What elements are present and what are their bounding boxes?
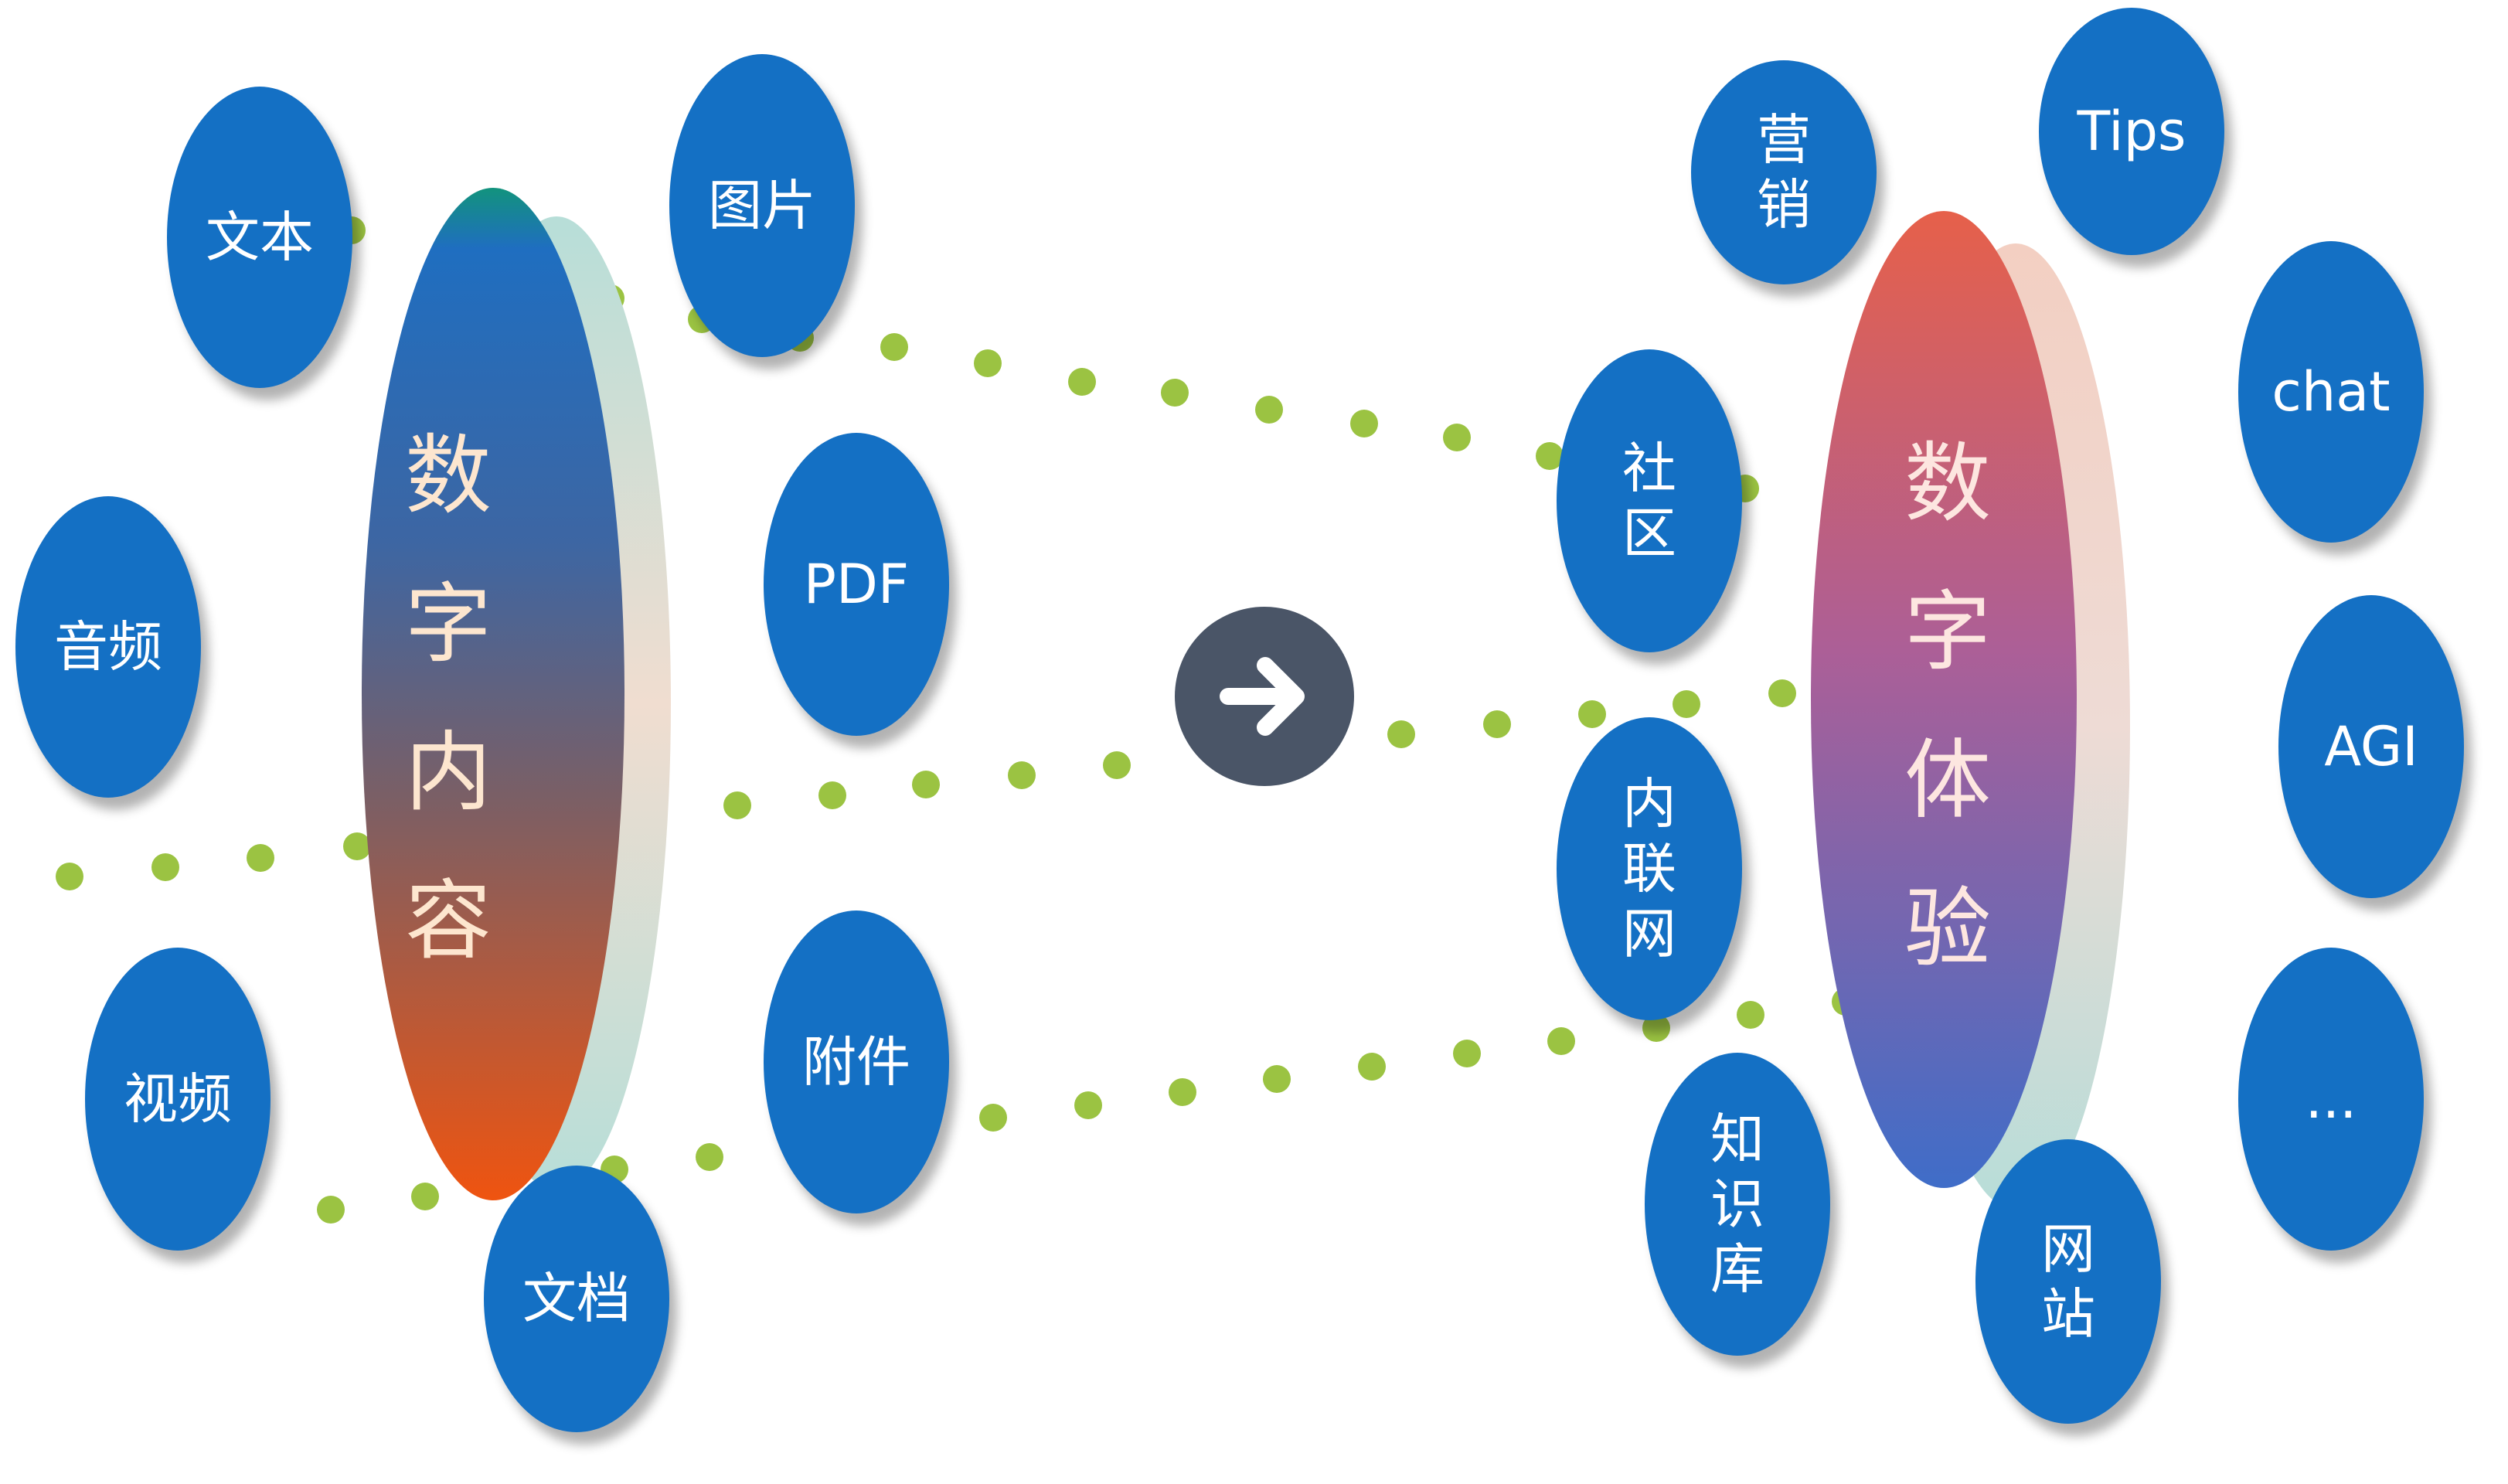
connector-dot [317, 1196, 345, 1224]
node-image-label: 图片 [708, 173, 816, 237]
connector-dot [1263, 1065, 1291, 1093]
connector-dot [1103, 751, 1131, 779]
experience-hub [1811, 211, 2077, 1188]
connector-dot [1008, 761, 1036, 789]
node-document[interactable]: 文档 [484, 1166, 669, 1432]
node-more-label: ... [2305, 1067, 2357, 1131]
node-knowledge-base-char: 知 [1710, 1108, 1764, 1171]
node-knowledge-base[interactable]: 知 识 库 [1645, 1053, 1830, 1356]
node-image[interactable]: 图片 [669, 54, 855, 357]
content-hub-char: 内 [405, 723, 492, 823]
content-hub-char: 字 [405, 574, 492, 675]
node-agi[interactable]: AGI [2278, 595, 2464, 898]
connector-dot [1068, 368, 1096, 396]
node-intranet-char: 网 [1622, 902, 1676, 965]
connector-dot [818, 781, 846, 809]
arrow-right-icon [1220, 657, 1305, 736]
connector-dot [974, 349, 1002, 377]
connector-dot [56, 863, 83, 890]
node-intranet-char: 内 [1622, 772, 1676, 836]
node-marketing[interactable]: 营 销 [1691, 60, 1877, 284]
node-tips[interactable]: Tips [2039, 8, 2224, 255]
connector-dot [1737, 1001, 1764, 1029]
connector-dot [1387, 720, 1415, 748]
connector-dot [1673, 690, 1700, 718]
node-text-label: 文本 [206, 205, 314, 269]
experience-hub-title: 数 字 体 验 [1863, 410, 2033, 1003]
node-community-char: 社 [1622, 437, 1676, 500]
connector-dot [1443, 424, 1471, 451]
node-marketing-char: 销 [1757, 173, 1811, 237]
node-more[interactable]: ... [2238, 948, 2424, 1251]
node-audio-label: 音频 [54, 614, 162, 679]
connector-dot [1483, 710, 1511, 738]
node-intranet[interactable]: 内 联 网 [1557, 717, 1742, 1020]
node-intranet-char: 联 [1622, 837, 1676, 900]
connector-dot [1169, 1078, 1196, 1106]
connector-dot [1453, 1040, 1481, 1067]
node-chat[interactable]: chat [2238, 241, 2424, 543]
experience-hub-char: 体 [1904, 730, 1991, 831]
connector-dot [1768, 679, 1796, 707]
node-attachment-label: 附件 [802, 1030, 910, 1094]
node-website-char: 站 [2041, 1282, 2095, 1346]
transform-arrow-button[interactable] [1175, 607, 1354, 786]
content-hub-title: 数 字 内 容 [363, 402, 533, 996]
connector-dot [1255, 396, 1283, 424]
connector-dot [723, 791, 751, 819]
node-text[interactable]: 文本 [167, 87, 352, 388]
node-audio[interactable]: 音频 [15, 496, 201, 798]
connector-dot [1358, 1053, 1386, 1081]
node-video-label: 视频 [124, 1067, 232, 1131]
connector-dot [1161, 379, 1189, 407]
node-website-char: 网 [2041, 1217, 2095, 1281]
connector-dot [880, 333, 908, 361]
connector-dot [247, 844, 274, 872]
connector-dot [1536, 442, 1564, 470]
connector-dot [1074, 1091, 1102, 1119]
experience-hub-char: 验 [1904, 879, 1991, 979]
connector-dot [979, 1104, 1007, 1132]
node-website[interactable]: 网 站 [1975, 1139, 2161, 1424]
connector-dot [411, 1183, 439, 1210]
node-community-char: 区 [1622, 502, 1676, 565]
connector-dot [1578, 700, 1606, 728]
node-attachment[interactable]: 附件 [764, 910, 949, 1213]
connector-dot [343, 832, 371, 860]
content-hub-char: 容 [405, 871, 492, 972]
connector-dot [151, 853, 179, 881]
connector-dot [696, 1143, 723, 1171]
node-tips-label: Tips [2077, 99, 2186, 163]
content-hub [362, 188, 624, 1200]
experience-hub-char: 字 [1904, 582, 1991, 682]
experience-hub-char: 数 [1904, 434, 1991, 534]
node-agi-label: AGI [2324, 714, 2418, 778]
connector-dot [912, 771, 940, 798]
connector-dot [1350, 410, 1378, 437]
node-video[interactable]: 视频 [85, 948, 271, 1251]
node-pdf[interactable]: PDF [764, 433, 949, 736]
node-community[interactable]: 社 区 [1557, 349, 1742, 652]
node-chat-label: chat [2271, 359, 2391, 424]
connector-dot [1642, 1014, 1670, 1042]
node-marketing-char: 营 [1757, 108, 1811, 172]
node-pdf-label: PDF [803, 552, 910, 616]
node-knowledge-base-char: 识 [1710, 1173, 1764, 1236]
node-knowledge-base-char: 库 [1710, 1237, 1764, 1301]
content-hub-char: 数 [405, 426, 492, 526]
node-document-label: 文档 [522, 1267, 631, 1331]
connector-dot [1547, 1027, 1575, 1055]
